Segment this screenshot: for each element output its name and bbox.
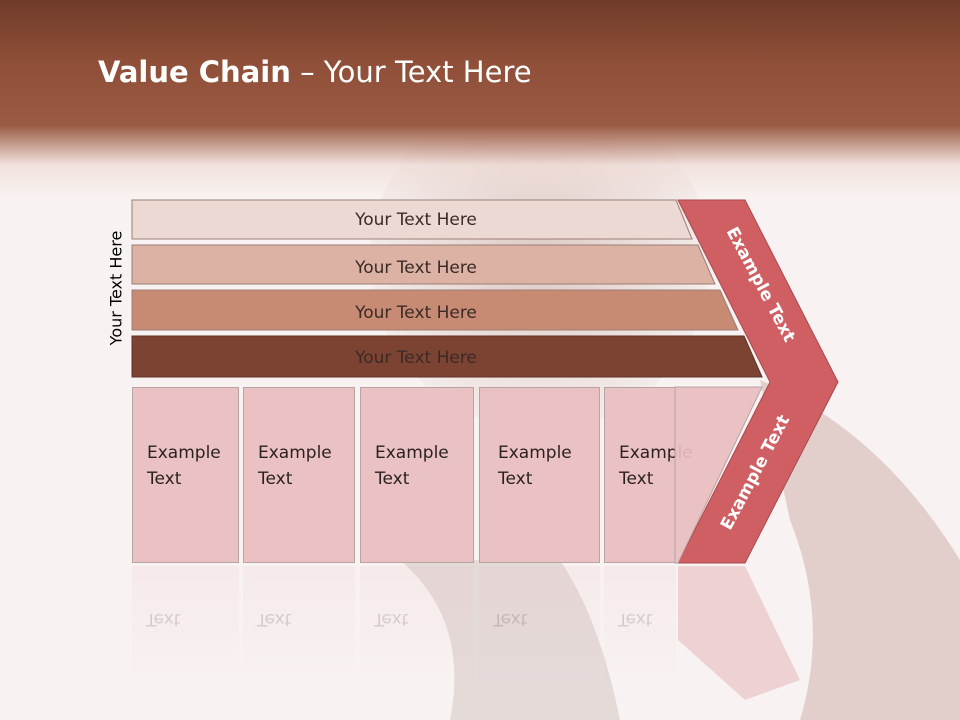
column-1-reflection-text: Text [146, 609, 181, 629]
column-1: Example Text [132, 387, 239, 563]
column-3-reflection-text: Text [374, 609, 409, 629]
bar-1: Your Text Here [131, 199, 693, 240]
column-2-line2: Text [258, 469, 293, 489]
title-rest: – Your Text Here [290, 55, 532, 89]
column-1-line2: Text [147, 469, 182, 489]
column-5: Example Text [604, 387, 693, 563]
column-2-line1: Example [258, 443, 332, 463]
column-4: Example Text [479, 387, 600, 563]
bar-2-label: Your Text Here [354, 258, 477, 278]
column-2-reflection: Text [243, 566, 355, 696]
column-3-line2: Text [375, 469, 410, 489]
column-3: Example Text [360, 387, 474, 563]
bar-3-label: Your Text Here [354, 303, 477, 323]
column-5-reflection: Text [604, 566, 676, 696]
column-4-line2: Text [498, 469, 533, 489]
title-bold: Value Chain [98, 55, 291, 89]
column-4-reflection-text: Text [493, 609, 528, 629]
column-1-line1: Example [147, 443, 221, 463]
column-1-reflection: Text [132, 566, 239, 696]
column-5-reflection-text: Text [618, 609, 653, 629]
column-4-reflection: Text [479, 566, 600, 696]
bar-4: Your Text Here [131, 335, 763, 378]
bar-1-label: Your Text Here [354, 210, 477, 230]
column-2-reflection-text: Text [257, 609, 292, 629]
header-band [0, 0, 960, 200]
column-2: Example Text [243, 387, 355, 563]
column-3-reflection: Text [360, 566, 474, 696]
column-3-line1: Example [375, 443, 449, 463]
bar-2: Your Text Here [131, 244, 716, 285]
bar-4-label: Your Text Here [354, 348, 477, 368]
chevron-reflection [678, 566, 800, 700]
page-title: Value Chain – Your Text Here [98, 55, 532, 89]
bar-3: Your Text Here [131, 289, 739, 331]
column-5-line2: Text [619, 469, 654, 489]
column-5-line1: Example [619, 443, 693, 463]
column-4-line1: Example [498, 443, 572, 463]
